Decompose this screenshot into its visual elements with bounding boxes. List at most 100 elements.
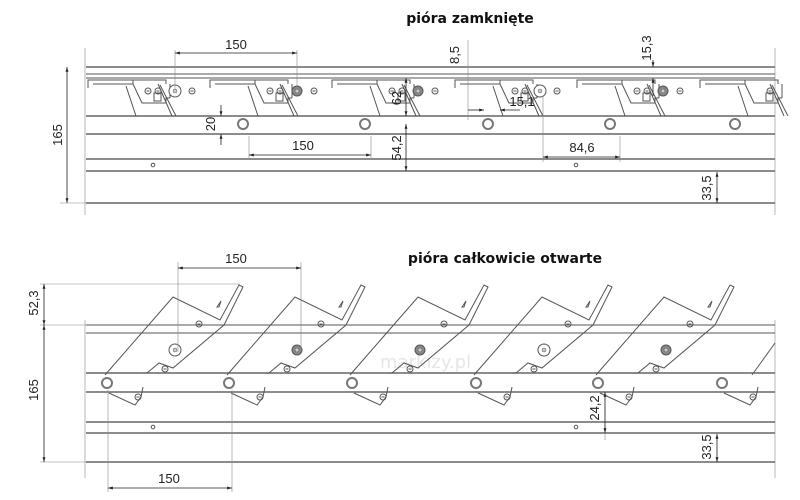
blade-clip	[153, 92, 162, 102]
open-title: pióra całkowicie otwarte	[408, 251, 602, 267]
screw-icon	[652, 365, 660, 373]
blade-link	[599, 386, 635, 406]
blade-clip	[642, 92, 651, 102]
pivot-icon	[223, 377, 235, 389]
screw-icon	[310, 87, 318, 95]
dim-20: 20	[203, 117, 218, 131]
axle-center	[660, 88, 666, 94]
closed-section: pióra zamknięte 165 150	[50, 11, 789, 215]
blade-profile	[87, 79, 177, 117]
dim-150-open-top: 150	[225, 251, 247, 266]
dim-54-2: 54,2	[389, 135, 404, 160]
blade-link	[108, 386, 144, 406]
closed-frame	[84, 48, 776, 215]
screw-icon	[530, 365, 538, 373]
blade-profile	[349, 284, 489, 376]
axle-center	[172, 347, 178, 353]
screw-icon	[283, 365, 291, 373]
dim-15-3: 15,3	[639, 35, 654, 60]
blade-clip	[520, 92, 529, 102]
dim-33-5-closed: 33,5	[699, 175, 714, 200]
screw-icon	[161, 365, 169, 373]
blade-tip	[338, 300, 344, 308]
watermark: markizy.pl	[380, 352, 471, 373]
screw-icon	[643, 87, 651, 95]
screw-icon	[440, 320, 448, 328]
dim-8-5: 8,5	[447, 46, 462, 64]
open-blade	[592, 284, 735, 406]
screw-icon	[633, 87, 641, 95]
blade-clip	[275, 92, 284, 102]
axle-center	[537, 88, 543, 94]
screw-icon	[503, 393, 511, 401]
axle-center	[541, 347, 547, 353]
closed-dimensions: 165 150 150 20 62 54,2 8,5 15,1 15,3	[50, 35, 719, 204]
open-blade	[470, 284, 613, 406]
screw-icon	[195, 320, 203, 328]
pivot-icon	[482, 118, 494, 130]
screw-icon	[317, 320, 325, 328]
pivot-icon	[716, 377, 728, 389]
screw-icon	[276, 87, 284, 95]
blade-link	[230, 386, 266, 406]
axle-center	[417, 347, 423, 353]
blade-profile	[751, 342, 776, 376]
screw-icon	[521, 87, 529, 95]
dim-52-3: 52,3	[26, 290, 41, 315]
axle-center	[294, 347, 300, 353]
screw-icon	[749, 393, 757, 401]
open-blade	[346, 284, 489, 406]
dim-150-top: 150	[225, 37, 247, 52]
open-blade	[223, 284, 366, 406]
closed-blade	[331, 79, 439, 117]
axle-center	[663, 347, 669, 353]
screw-icon	[266, 87, 274, 95]
blade-clip	[765, 92, 774, 102]
screw-icon	[256, 393, 264, 401]
open-section: pióra całkowicie otwarte markizy.pl 150 …	[26, 251, 776, 492]
closed-blade	[87, 79, 196, 117]
screw-icon	[388, 87, 396, 95]
blade-tip	[461, 300, 467, 308]
screw-icon	[676, 87, 684, 95]
closed-blade	[699, 79, 789, 117]
pivot-icon	[101, 377, 113, 389]
screw-icon	[154, 87, 162, 95]
blade-profile	[104, 284, 244, 376]
closed-blade	[454, 79, 561, 117]
dim-84-6: 84,6	[569, 140, 594, 155]
screw-icon	[766, 87, 774, 95]
blade-profile	[595, 284, 735, 376]
blade-tip	[707, 300, 713, 308]
dim-24-2: 24,2	[587, 395, 602, 420]
blade-profile	[473, 284, 613, 376]
blade-profile	[226, 284, 366, 376]
dim-15-1: 15,1	[509, 94, 534, 109]
blade-profile	[699, 79, 789, 117]
screw-icon	[564, 320, 572, 328]
screw-icon	[625, 393, 633, 401]
dim-150-open-bottom: 150	[158, 471, 180, 486]
dim-165-open: 165	[26, 379, 41, 401]
blade-link	[477, 386, 513, 406]
blade-link	[353, 386, 389, 406]
closed-blade	[576, 79, 684, 117]
closed-blade	[209, 79, 318, 117]
pivot-icon	[359, 118, 371, 130]
pivot-icon	[604, 118, 616, 130]
screw-icon	[686, 320, 694, 328]
blade-profile	[576, 79, 666, 117]
blade-tip	[585, 300, 591, 308]
pivot-icon	[470, 377, 482, 389]
closed-blades	[87, 79, 789, 130]
dim-165-closed: 165	[50, 124, 65, 146]
dim-62: 62	[389, 91, 404, 105]
blade-profile	[209, 79, 299, 117]
screw-icon	[553, 87, 561, 95]
open-frame	[84, 320, 776, 478]
pivot-icon	[729, 118, 741, 130]
open-blade	[101, 284, 244, 406]
blade-tip	[216, 300, 222, 308]
screw-icon	[188, 87, 196, 95]
